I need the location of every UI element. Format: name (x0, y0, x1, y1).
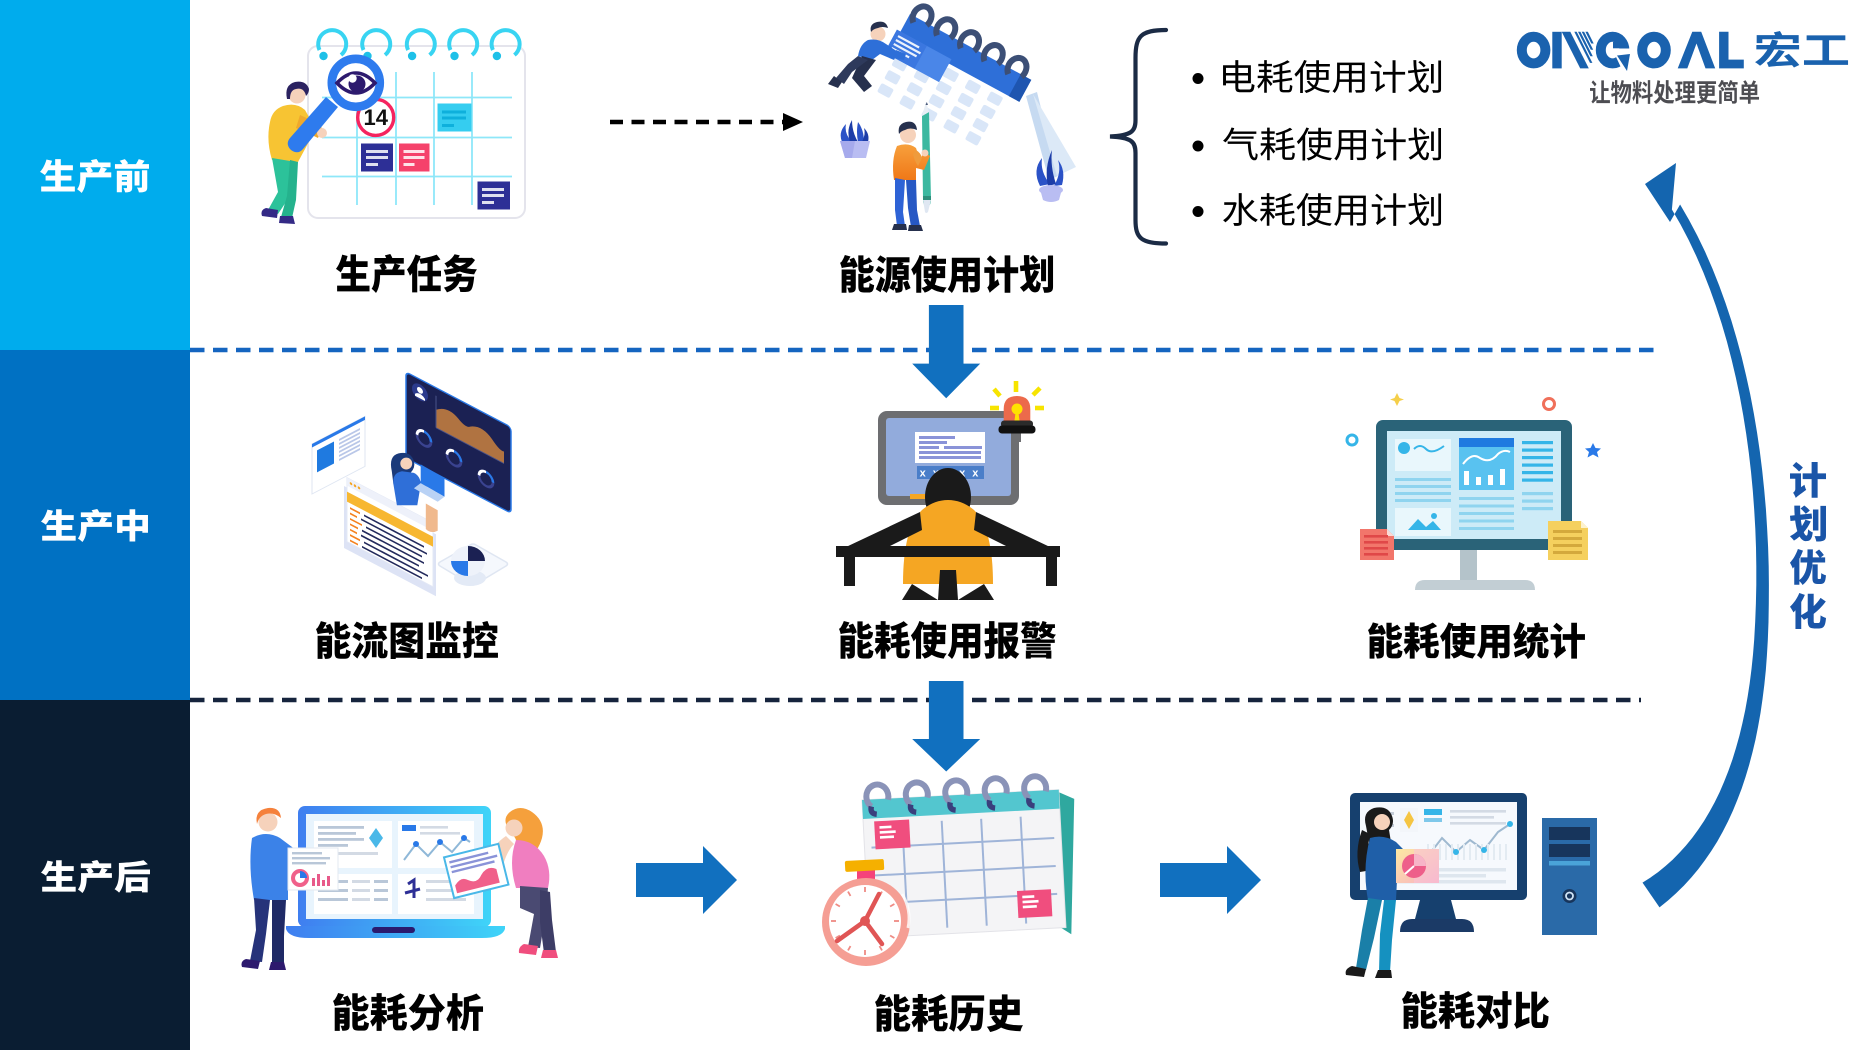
svg-text:14: 14 (363, 105, 388, 130)
